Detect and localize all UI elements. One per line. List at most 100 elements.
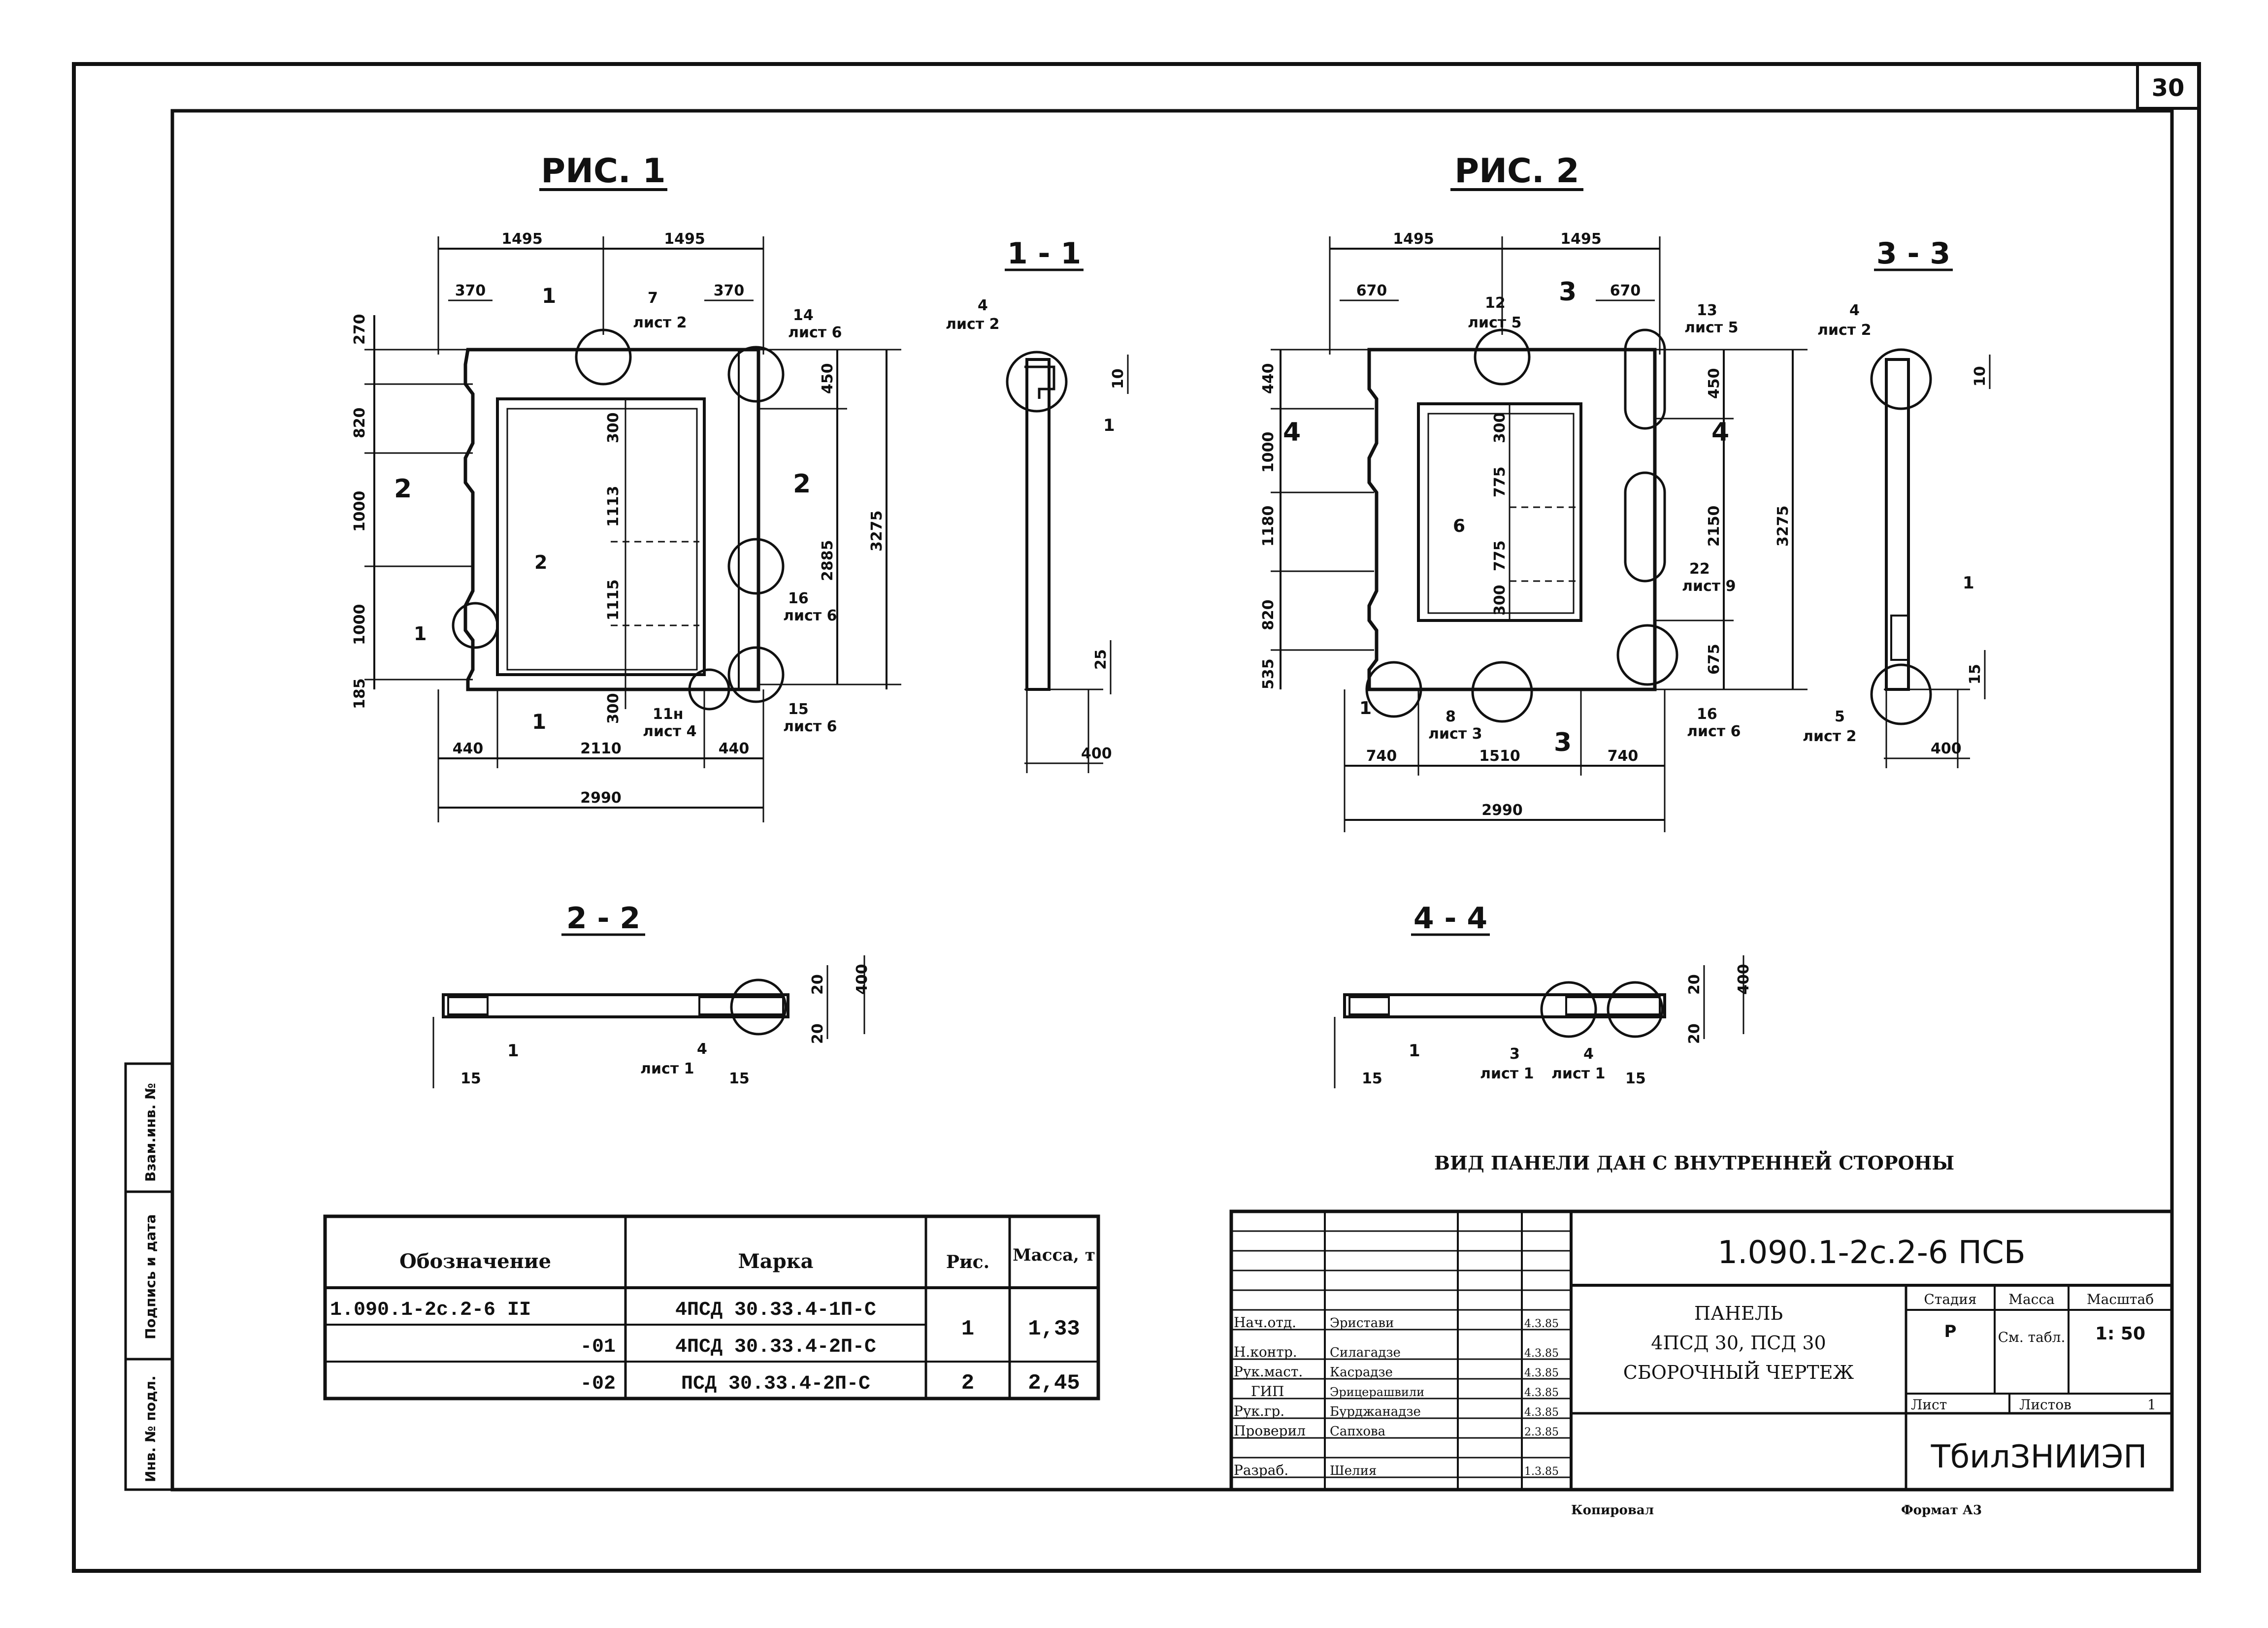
fig2-dim-top2: 1495 [1560,230,1602,248]
sec33-dim-10: 10 [1972,366,1989,387]
sec33-dim-400: 400 [1931,740,1962,757]
sec11-dim-25: 25 [1092,649,1110,670]
tb-date-1: 4.3.85 [1524,1347,1559,1360]
fig1-dim-370a: 370 [455,282,486,299]
tb-role-1: Н.контр. [1234,1344,1297,1360]
fig2-dim-left-2: 1180 [1260,506,1277,547]
side-stamp-1: Взам.инв. № [142,1083,159,1182]
fig1-callout-2: 16 [788,590,809,607]
fig1-mark-2: 2 [793,469,811,499]
tb-scale-h: Масштаб [2087,1291,2154,1307]
sec33-mark: 1 [1963,573,1974,593]
sec44-dim-20b: 20 [1686,1023,1703,1044]
spec-header-3: Масса, т [1013,1245,1095,1265]
sec22-mark: 1 [507,1041,519,1061]
inner-frame [170,109,2174,1492]
tb-name-0: Эристави [1330,1316,1394,1331]
tb-name-4: Бурджанадзе [1330,1404,1421,1419]
tb-name-line-2: СБОРОЧНЫЙ ЧЕРТЕЖ [1623,1361,1854,1383]
spec-row2-code: -02 [580,1373,616,1395]
sec33-callout-4: 4 [1849,302,1860,319]
tb-date-5: 2.3.85 [1524,1426,1559,1438]
sec22-callout: 4 [697,1041,707,1058]
fig2-callout-3-sheet: лист 6 [1687,723,1741,740]
sec11-callout-sheet: лист 2 [946,316,999,333]
spec-table: Обозначение Марка Рис. Масса, т 1.090.1-… [323,1214,1100,1400]
tb-role-0: Нач.отд. [1234,1314,1296,1331]
tb-role-6: Разраб. [1234,1462,1288,1478]
sec22-title: 2 - 2 [566,901,640,936]
fig2-dim-right-2: 675 [1706,644,1723,675]
spec-header-1: Марка [738,1250,814,1273]
spec-row1-code: -01 [580,1336,616,1358]
fig1-dim-left-4: 185 [351,678,368,709]
spec-row1-mark: 4ПСД 30.33.4-2П-С [675,1336,876,1358]
fig2-dim-inner-1: 775 [1491,466,1509,497]
fig2-callout-0-sheet: лист 5 [1468,314,1521,331]
spec-row2-mass: 2,45 [1028,1371,1080,1396]
sec11-dim-10: 10 [1110,368,1127,389]
fig2-dim-bottom-1: 1510 [1479,748,1520,765]
side-stamp-3: Инв. № подл. [142,1375,159,1482]
fig2-mark-3: 3 [1554,728,1572,757]
fig1-dim-right-2: 3275 [868,511,886,552]
sec22-dim-15b: 15 [729,1070,750,1087]
fig2-dim-right-0: 450 [1706,368,1723,399]
fig1-callout-0: 7 [648,290,658,307]
fig1-callout-4: 11н [653,706,683,723]
sec11-mark: 1 [1103,416,1115,435]
fig1-dim-left-3: 1000 [351,604,368,646]
tb-role-3: ГИП [1251,1383,1284,1400]
section-1-1: 1 - 1 4 лист 2 10 25 400 1 [946,236,1129,773]
sec22-dim-20b: 20 [809,1023,826,1044]
fig1-dim-370b: 370 [714,282,745,299]
tb-date-6: 1.3.85 [1524,1465,1559,1478]
sec44-callout-4: 4 [1583,1045,1594,1063]
tb-role-5: Проверил [1234,1423,1306,1439]
fig2-dim-bottom-0: 740 [1366,748,1397,765]
sec11-title: 1 - 1 [1007,236,1081,271]
spec-header-2: Рис. [946,1252,989,1272]
spec-row0-mass: 1,33 [1028,1317,1080,1341]
tb-date-4: 4.3.85 [1524,1406,1559,1419]
fig1-dim-bottom-1: 2110 [580,740,622,757]
fig1-mark-1: 2 [394,474,412,504]
sec44-dim-400: 400 [1735,964,1752,995]
tb-stage-h: Стадия [1924,1291,1976,1307]
fig2-callout-2-sheet: лист 9 [1682,578,1736,595]
tb-name-6: Шелия [1330,1464,1377,1478]
fig2-dim-670a: 670 [1356,282,1387,299]
fig2-callout-2: 22 [1689,560,1710,578]
fig1-dim-top1: 1495 [501,230,543,248]
sec44-title: 4 - 4 [1413,901,1487,936]
sec22-dim-20a: 20 [809,974,826,995]
spec-row2-mark: ПСД 30.33.4-2П-С [681,1373,870,1395]
tb-mass: См. табл. [1998,1329,2066,1345]
fig2-mark-5: 6 [1453,516,1465,536]
fig1-dim-inner-3: 300 [605,693,622,724]
tb-scale: 1: 50 [2095,1324,2145,1344]
fig1-callout-1: 14 [793,307,814,324]
fig2-dim-right-1: 2150 [1706,506,1723,547]
fig1-callout-2-sheet: лист 6 [783,607,837,624]
tb-mass-h: Масса [2008,1291,2054,1307]
fig2-callout-4-sheet: лист 3 [1428,725,1482,743]
tb-date-2: 4.3.85 [1524,1367,1559,1379]
fig2-dim-bottom-2: 740 [1608,748,1639,765]
side-stamp-2: Подпись и дата [142,1214,159,1339]
fig1-dim-right-0: 450 [819,363,836,394]
sec44-dim-20a: 20 [1686,974,1703,995]
tb-name-3: Эрицерашвили [1330,1385,1424,1399]
spec-row0-mark: 4ПСД 30.33.4-1П-С [675,1299,876,1321]
sec11-dim-400: 400 [1081,745,1112,762]
tb-name-line-0: ПАНЕЛЬ [1694,1302,1783,1324]
view-note: ВИД ПАНЕЛИ ДАН С ВНУТРЕННЕЙ СТОРОНЫ [1434,1151,1954,1174]
fig2-callout-1: 13 [1697,302,1717,319]
fig2-mark-1: 4 [1283,418,1301,447]
sec22-callout-sheet: лист 1 [640,1060,694,1077]
figure-1: РИС. 1 1495 1495 370 370 2 [351,152,901,822]
fig1-dim-total: 2990 [580,789,622,807]
tb-date-3: 4.3.85 [1524,1387,1559,1399]
tb-code: 1.090.1-2с.2-6 ПСБ [1717,1235,2025,1271]
